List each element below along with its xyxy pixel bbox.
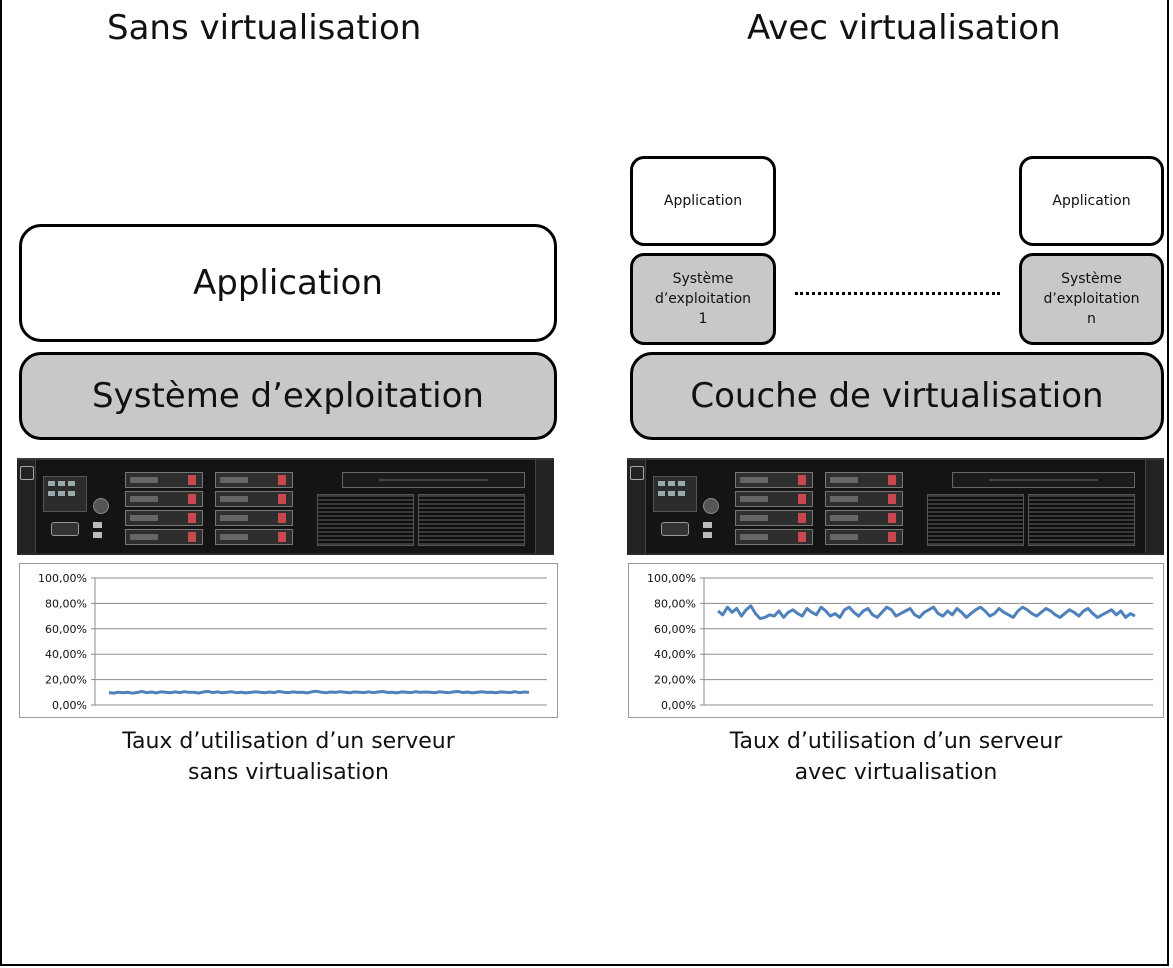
server-control-panel xyxy=(43,476,87,512)
drive-bay xyxy=(735,491,813,507)
drive-bay xyxy=(215,529,293,545)
y-tick-label: 80,00% xyxy=(45,597,87,610)
drive-bay xyxy=(215,510,293,526)
right-virtualization-layer-box: Couche de virtualisation xyxy=(630,352,1164,440)
server-vent xyxy=(418,494,525,546)
y-tick-label: 20,00% xyxy=(45,674,87,687)
drive-bay xyxy=(825,510,903,526)
right-app2-box: Application xyxy=(1019,156,1164,246)
drive-bay xyxy=(125,510,203,526)
series-line-0 xyxy=(108,689,530,695)
guest-os-ellipsis xyxy=(795,292,1000,295)
left-application-label: Application xyxy=(193,263,383,303)
drive-bay xyxy=(125,472,203,488)
drive-bay xyxy=(735,472,813,488)
y-tick-label: 0,00% xyxy=(661,699,696,712)
left-caption: Taux d’utilisation d’un serveur sans vir… xyxy=(19,726,558,788)
drive-bay xyxy=(215,472,293,488)
server-ear-right xyxy=(535,460,554,553)
right-app2-label: Application xyxy=(1052,193,1131,209)
server-usb-icon xyxy=(93,522,102,528)
server-vga-port-icon xyxy=(51,522,79,536)
y-tick-label: 100,00% xyxy=(38,572,87,585)
right-heading: Avec virtualisation xyxy=(747,8,1061,48)
y-tick-label: 60,00% xyxy=(654,623,696,636)
right-caption-line1: Taux d’utilisation d’un serveur xyxy=(729,729,1063,754)
server-ear-left xyxy=(627,460,646,553)
left-os-box: Système d’exploitation xyxy=(19,352,557,440)
right-os2-box: Système d’exploitation n xyxy=(1019,253,1164,345)
server-logo-icon xyxy=(20,466,34,480)
right-utilization-chart: 0,00% 20,00% 40,00% 60,00% 80,00% 100,00% xyxy=(628,563,1164,718)
right-os1-label: Système d’exploitation 1 xyxy=(654,271,752,327)
server-optical-drive xyxy=(952,472,1135,488)
drive-bay xyxy=(825,472,903,488)
server-usb-icon xyxy=(703,532,712,538)
y-tick-label: 100,00% xyxy=(647,572,696,585)
server-usb-icon xyxy=(703,522,712,528)
server-vent xyxy=(317,494,414,546)
server-ear-right xyxy=(1145,460,1164,553)
drive-bay xyxy=(735,529,813,545)
server-logo-icon xyxy=(630,466,644,480)
drive-bay xyxy=(215,491,293,507)
drive-bay xyxy=(825,529,903,545)
server-power-knob-icon xyxy=(703,498,719,514)
series-line-0 xyxy=(717,604,1136,621)
y-tick-label: 40,00% xyxy=(654,648,696,661)
server-vent xyxy=(927,494,1024,546)
left-heading: Sans virtualisation xyxy=(107,8,422,48)
left-server-image xyxy=(17,458,554,555)
right-os2-label: Système d’exploitation n xyxy=(1043,271,1140,327)
right-app1-box: Application xyxy=(630,156,776,246)
left-application-box: Application xyxy=(19,224,557,342)
right-server-image xyxy=(627,458,1164,555)
right-os1-box: Système d’exploitation 1 xyxy=(630,253,776,345)
server-vent xyxy=(1028,494,1135,546)
server-optical-drive xyxy=(342,472,525,488)
left-caption-line1: Taux d’utilisation d’un serveur xyxy=(122,729,455,754)
left-utilization-chart: 0,00% 20,00% 40,00% 60,00% 80,00% 100,00% xyxy=(19,563,558,718)
server-usb-icon xyxy=(93,532,102,538)
y-tick-label: 0,00% xyxy=(52,699,87,712)
right-caption-line2: avec virtualisation xyxy=(794,760,998,785)
drive-bay xyxy=(735,510,813,526)
right-caption: Taux d’utilisation d’un serveur avec vir… xyxy=(628,726,1164,788)
drive-bay xyxy=(125,529,203,545)
left-os-label: Système d’exploitation xyxy=(92,376,484,416)
y-tick-label: 20,00% xyxy=(654,674,696,687)
y-tick-label: 60,00% xyxy=(45,623,87,636)
drive-bay xyxy=(825,491,903,507)
server-power-knob-icon xyxy=(93,498,109,514)
y-tick-label: 40,00% xyxy=(45,648,87,661)
server-control-panel xyxy=(653,476,697,512)
right-virtualization-layer-label: Couche de virtualisation xyxy=(690,376,1104,416)
right-app1-label: Application xyxy=(663,193,743,209)
server-ear-left xyxy=(17,460,36,553)
left-caption-line2: sans virtualisation xyxy=(188,760,389,785)
drive-bay xyxy=(125,491,203,507)
right-chart-svg: 0,00% 20,00% 40,00% 60,00% 80,00% 100,00% xyxy=(647,572,1153,712)
left-chart-svg: 0,00% 20,00% 40,00% 60,00% 80,00% 100,00% xyxy=(38,572,547,712)
y-tick-label: 80,00% xyxy=(654,597,696,610)
server-vga-port-icon xyxy=(661,522,689,536)
